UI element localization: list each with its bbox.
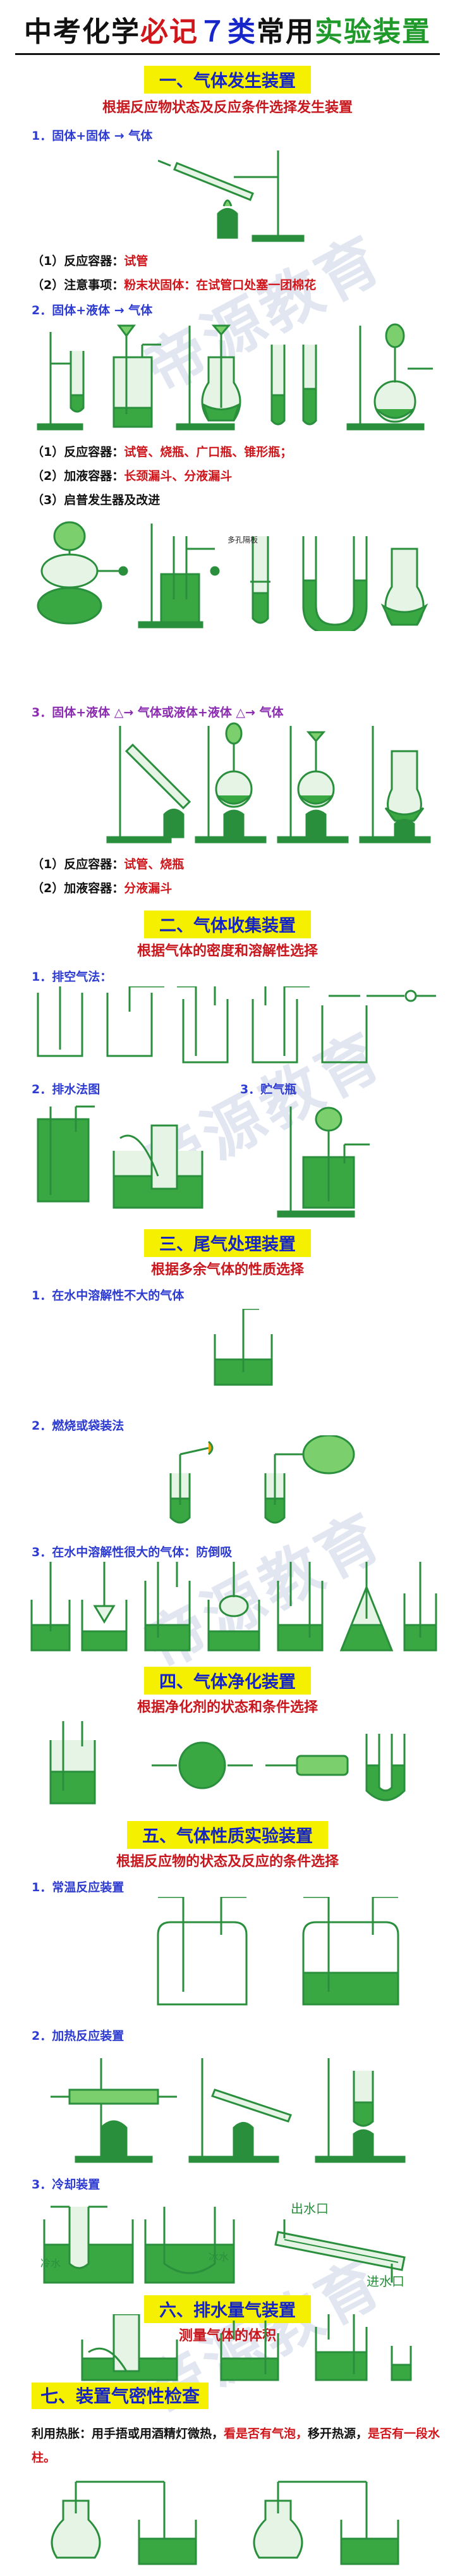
section-7-heading: 七、装置气密性检查	[32, 2383, 209, 2409]
note-value: 分液漏斗	[124, 881, 173, 895]
section-subtitle: 测量气体的体积	[178, 2328, 276, 2344]
gas-purification-row	[49, 1721, 406, 1805]
section-2-heading-bar: 二、气体收集装置	[0, 911, 455, 938]
burning-or-bag-apparatus	[169, 1435, 355, 1524]
note-label: （2）加液容器：	[32, 469, 124, 483]
note-value: 试管、烧瓶	[124, 857, 185, 871]
section-heading: 六、排水量气装置	[144, 2295, 311, 2323]
heated-generation-apparatus-row	[106, 722, 431, 843]
subsection-label: 2．燃烧或袋装法	[32, 1419, 124, 1433]
s7-text: 利用热胀：用手捂或用酒精灯微热，	[32, 2427, 224, 2441]
section-subtitle: 根据气体的密度和溶解性选择	[136, 943, 318, 959]
note-value: 试管	[124, 254, 149, 268]
page-title: 中考化学必记７类常用实验装置	[0, 9, 455, 49]
title-part-4: 常用	[257, 16, 315, 48]
subsection-label: 3．在水中溶解性很大的气体：防倒吸	[32, 1545, 233, 1559]
note-label: （1）反应容器：	[32, 445, 124, 459]
subsection-label: 3．固体+液体 △→ 气体或液体+液体 △→ 气体	[32, 706, 284, 720]
note-value: 粉末状固体：在试管口处塞一团棉花	[124, 278, 317, 292]
subsection-label: 1．固体+固体 → 气体	[32, 129, 153, 143]
title-part-5: 实验装置	[315, 16, 431, 48]
subsection-label: 3．贮气瓶	[240, 1083, 297, 1096]
s7-text-red: 是否有一段水柱。	[32, 2427, 440, 2465]
section-3-heading-bar: 三、尾气处理装置	[0, 1229, 455, 1257]
section-subtitle: 根据多余气体的性质选择	[150, 1261, 304, 1278]
section-5-heading-bar: 五、气体性质实验装置	[0, 1821, 455, 1849]
section-1-heading-bar: 一、气体发生装置	[0, 66, 455, 94]
title-part-2: 必记	[140, 16, 198, 48]
absorption-beaker	[214, 1309, 273, 1386]
note-line: （1）反应容器：试管、烧瓶、广口瓶、锥形瓶；	[32, 443, 292, 460]
subsection-label: 1．常温反应装置	[32, 1880, 124, 1894]
subsection-label: 3．冷却装置	[32, 2178, 100, 2192]
note-line: （2）加液容器：分液漏斗	[32, 879, 172, 896]
section-7-body: 利用热胀：用手捂或用酒精灯微热，看是否有气泡，移开热源，是否有一段水柱。	[32, 2422, 442, 2470]
cooling-apparatus-row: 冷水 冰水 出水口 进水口	[40, 2201, 406, 2289]
title-part-3: ７类	[198, 16, 257, 48]
air-displacement-row	[37, 986, 436, 1064]
note-line: （1）反应容器：试管、烧瓶	[32, 855, 184, 872]
airtightness-check-apparatus	[51, 2481, 399, 2565]
note-label: （1）反应容器：	[32, 254, 124, 268]
subsection-label: 2．加热反应装置	[32, 2029, 124, 2043]
section-heading: 一、气体发生装置	[144, 66, 311, 94]
note-value: 长颈漏斗、分液漏斗	[124, 469, 233, 483]
subsection-label: 1．在水中溶解性不大的气体	[32, 1289, 185, 1303]
heating-reaction-apparatus-row	[51, 2058, 406, 2163]
solid-heating-apparatus	[158, 150, 305, 242]
kipp-generator-row: 多孔隔板	[37, 521, 428, 631]
anti-suckback-apparatus-row	[30, 1562, 437, 1652]
note-label: （2）加液容器：	[32, 881, 124, 895]
section-heading: 四、气体净化装置	[144, 1667, 311, 1695]
subsection-label: 2．排水法图	[32, 1083, 100, 1096]
section-subtitle: 根据反应物状态及反应条件选择发生装置	[102, 99, 353, 116]
note-line: （1）反应容器：试管	[32, 252, 148, 269]
label-water-outlet: 出水口	[291, 2201, 329, 2216]
title-part-1: 中考化学	[24, 16, 140, 48]
title-underline	[15, 53, 440, 55]
section-heading: 三、尾气处理装置	[144, 1229, 311, 1257]
note-label: （1）反应容器：	[32, 857, 124, 871]
section-subtitle: 根据反应物的状态及反应的条件选择	[116, 1853, 339, 1870]
section-heading: 二、气体收集装置	[144, 911, 311, 938]
subsection-label: 2．固体+液体 → 气体	[32, 304, 153, 317]
s7-text: 移开热源，	[308, 2427, 368, 2441]
label-cold-water: 冷水	[40, 2257, 61, 2269]
room-temperature-reaction-apparatus	[157, 1897, 399, 2006]
note-line: （3）启普发生器及改进	[32, 493, 161, 507]
note-line: （2）注意事项：粉末状固体：在试管口处塞一团棉花	[32, 276, 316, 293]
label-water-inlet: 进水口	[367, 2274, 404, 2289]
water-displacement-and-storage	[37, 1105, 370, 1218]
section-heading: 五、气体性质实验装置	[127, 1821, 328, 1849]
section-subtitle: 根据净化剂的状态和条件选择	[136, 1699, 318, 1715]
kipp-label: 多孔隔板	[228, 536, 258, 544]
note-line: （2）加液容器：长颈漏斗、分液漏斗	[32, 467, 232, 484]
s7-text-red: 看是否有气泡，	[224, 2427, 308, 2441]
solid-liquid-apparatus-row	[37, 323, 433, 431]
note-label: （2）注意事项：	[32, 278, 124, 292]
section-4-heading-bar: 四、气体净化装置	[0, 1667, 455, 1695]
label-ice-water: 冰水	[209, 2251, 229, 2263]
section-6-heading-bar: 六、排水量气装置	[0, 2295, 455, 2323]
note-value: 试管、烧瓶、广口瓶、锥形瓶；	[124, 445, 293, 459]
subsection-label: 1．排空气法：	[32, 970, 112, 984]
water-displacement-measurement-row	[81, 2314, 412, 2381]
